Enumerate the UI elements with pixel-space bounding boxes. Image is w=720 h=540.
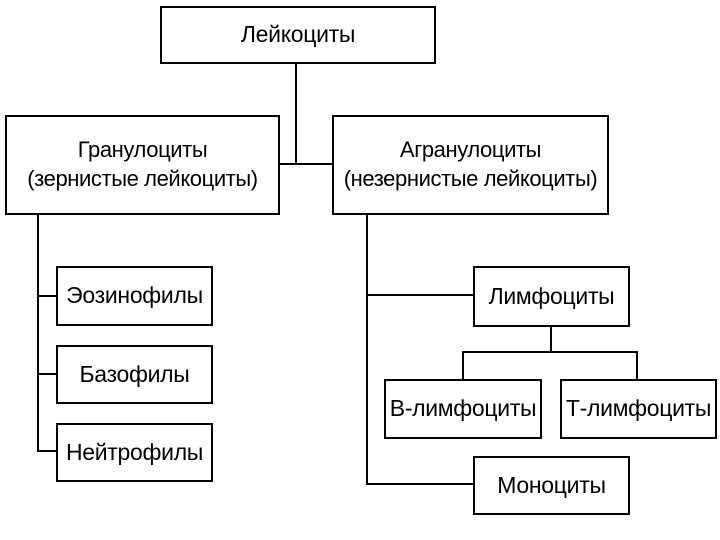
connector-to-b-lymphocytes [462,351,464,380]
node-agranulocytes: Агранулоциты (незернистые лейкоциты) [332,115,609,215]
node-granulocytes: Гранулоциты (зернистые лейкоциты) [5,115,280,215]
node-eosinophils: Эозинофилы [56,266,213,326]
node-monocytes-label: Моноциты [497,471,606,498]
connector-granulocytes-trunk [37,214,39,451]
node-lymphocytes: Лимфоциты [473,266,630,327]
node-t-lymphocytes-label: Т-лимфоциты [565,395,712,422]
connector-to-eosinophils [37,295,57,297]
connector-to-t-lymphocytes [636,351,638,380]
node-t-lymphocytes: Т-лимфоциты [560,379,717,439]
node-monocytes: Моноциты [473,456,630,515]
connector-to-monocytes [366,483,474,485]
connector-granulocytes-agranulocytes [279,163,333,165]
connector-lymphocytes-down [550,326,552,352]
connector-to-basophils [37,373,57,375]
node-neutrophils-label: Нейтрофилы [65,438,204,465]
node-lymphocytes-label: Лимфоциты [488,282,615,309]
connector-agranulocytes-trunk [366,214,368,484]
node-leukocytes-label: Лейкоциты [240,21,356,48]
connector-to-lymphocytes [366,294,474,296]
node-b-lymphocytes-label: В-лимфоциты [389,395,537,422]
node-agranulocytes-title: Агранулоциты [399,137,542,163]
node-b-lymphocytes: В-лимфоциты [384,379,542,439]
node-neutrophils: Нейтрофилы [56,423,213,482]
node-basophils-label: Базофилы [79,360,190,387]
node-leukocytes: Лейкоциты [160,6,436,64]
connector-root-down [295,63,297,164]
node-granulocytes-subtitle: (зернистые лейкоциты) [27,166,258,191]
connector-to-neutrophils [37,450,57,452]
node-granulocytes-title: Гранулоциты [77,137,208,163]
connector-lymphocytes-branch [462,351,638,353]
node-eosinophils-label: Эозинофилы [66,282,203,309]
node-basophils: Базофилы [56,345,213,404]
node-agranulocytes-subtitle: (незернистые лейкоциты) [343,166,598,191]
